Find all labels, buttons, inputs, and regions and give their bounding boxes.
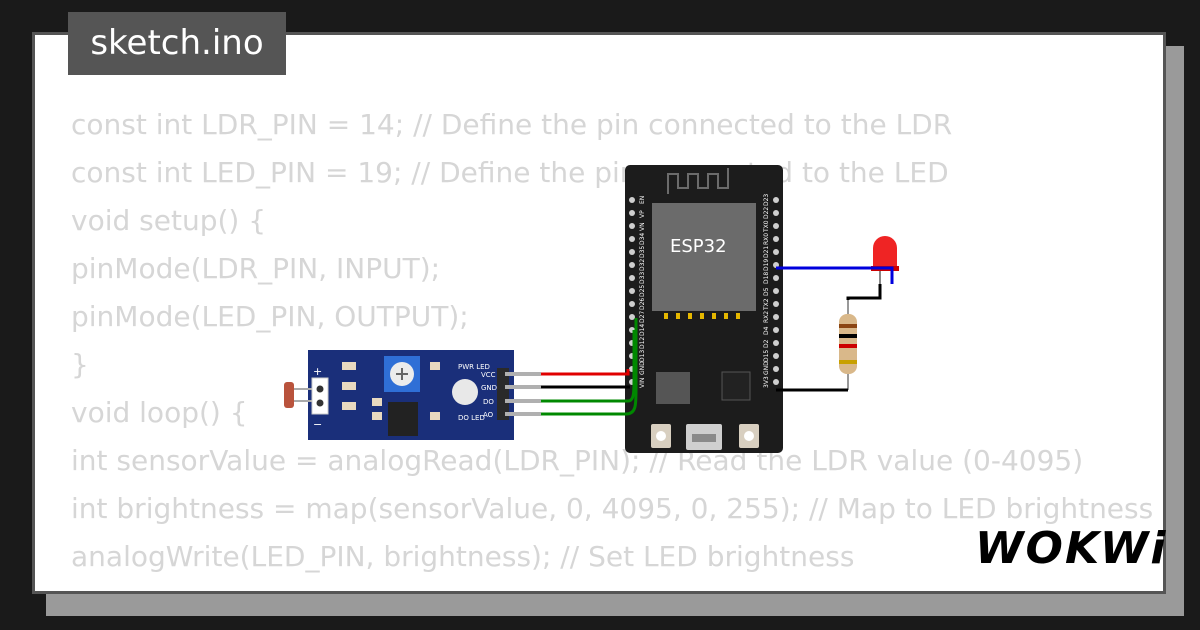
pin-label: D32 [639, 259, 646, 271]
pin-label: D14 [639, 324, 646, 336]
code-line: const int LED_PIN = 19; // Define the pi… [71, 156, 949, 189]
do-led-label: DO LED [458, 414, 485, 422]
code-listing: const int LDR_PIN = 14; // Define the pi… [71, 101, 1154, 591]
pin-label: D4 [763, 326, 770, 335]
pin-label: GND [639, 361, 646, 375]
wires[interactable] [541, 266, 894, 416]
pin-label-do: DO [483, 398, 494, 406]
wire-d19-led[interactable] [776, 266, 894, 284]
esp32-right-pins[interactable] [773, 197, 779, 385]
pin-label: D33 [639, 272, 646, 284]
code-line: void setup() { [71, 204, 267, 237]
code-line: } [71, 348, 89, 381]
red-led[interactable] [871, 236, 899, 284]
code-line: pinMode(LDR_PIN, INPUT); [71, 252, 441, 285]
code-line: pinMode(LED_PIN, OUTPUT); [71, 300, 469, 333]
pin-label-ao: AO [483, 411, 494, 419]
pin-label: D2 [763, 339, 770, 348]
pin-label: D13 [639, 350, 646, 362]
ldr-header [311, 377, 329, 415]
pin-label: VP [639, 210, 646, 218]
pin-label: TX0 [763, 220, 770, 233]
pin-label: D21 [763, 246, 770, 258]
code-line: void loop() { [71, 396, 248, 429]
pin-label: VIN [639, 378, 646, 388]
file-tab[interactable]: sketch.ino [68, 12, 286, 75]
wire-ao[interactable] [541, 318, 638, 416]
pin-label: D12 [639, 337, 646, 349]
pin-label: D25 [639, 285, 646, 297]
wire-led-resistor[interactable] [846, 284, 882, 300]
code-line: const int LDR_PIN = 14; // Define the pi… [71, 108, 953, 141]
preview-card: const int LDR_PIN = 14; // Define the pi… [32, 32, 1166, 594]
pin-label: D23 [763, 194, 770, 206]
esp32-module [652, 203, 756, 311]
code-line: analogWrite(LED_PIN, brightness); // Set… [71, 540, 855, 573]
plus-label: + [313, 365, 322, 378]
pin-label: EN [639, 196, 646, 204]
pin-label: D35 [639, 246, 646, 258]
comparator-chip [388, 402, 418, 436]
pin-label: GND [763, 361, 770, 375]
code-line: delay(100); // Add a small delay for sta… [71, 581, 1153, 591]
pwr-led [452, 379, 478, 405]
pin-label: D19 [763, 259, 770, 271]
pin-label: D22 [763, 207, 770, 219]
pin-label: 3V3 [763, 376, 770, 388]
pin-label: D34 [639, 233, 646, 245]
pin-label: D5 [763, 287, 770, 296]
wire-vcc[interactable] [541, 369, 630, 376]
pin-label-vcc: VCC [481, 371, 496, 379]
pin-label-gnd: GND [481, 384, 497, 392]
pin-label: RX2 [763, 311, 770, 323]
pwr-led-label: PWR LED [458, 363, 490, 371]
ldr-sensor-module[interactable]: + − PWR LED DO LED VCC GND DO AO [284, 350, 541, 440]
pin-label: D15 [763, 350, 770, 362]
wokwi-logo: WOKWi [975, 523, 1168, 574]
pin-label: RX0 [763, 233, 770, 245]
pin-label: D18 [763, 272, 770, 284]
photoresistor [284, 382, 294, 408]
minus-label: − [313, 418, 322, 431]
wire-do[interactable] [541, 330, 636, 403]
resistor[interactable] [839, 300, 857, 390]
code-line: int brightness = map(sensorValue, 0, 409… [71, 492, 1154, 525]
pin-label: D26 [639, 298, 646, 310]
usb-chip [721, 371, 751, 401]
pin-label: D27 [639, 311, 646, 323]
pin-label: TX2 [763, 298, 770, 311]
esp32-board[interactable]: ESP32 [625, 165, 783, 453]
pin-label: VN [639, 222, 646, 231]
chip-label: ESP32 [670, 236, 727, 257]
voltage-regulator [656, 372, 690, 404]
antenna-icon [667, 168, 729, 194]
